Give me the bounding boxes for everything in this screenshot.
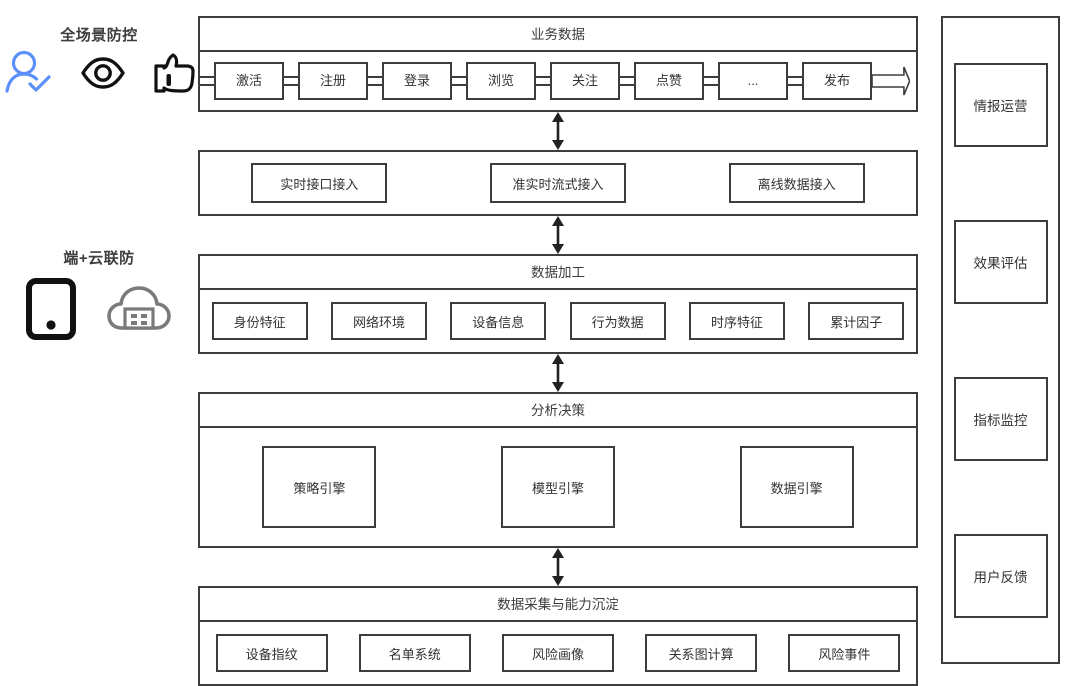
chain-link <box>536 74 550 88</box>
rail-item-effect-evaluation[interactable]: 效果评估 <box>953 219 1048 304</box>
right-sidebar-rail: 情报运营 效果评估 指标监控 用户反馈 <box>941 16 1060 664</box>
user-check-icon <box>2 50 54 101</box>
band-header-analysis-decision: 分析决策 <box>200 394 916 428</box>
data-processing-items: 身份特征 网络环境 设备信息 行为数据 时序特征 累计因子 <box>200 290 916 352</box>
item-identity-feature[interactable]: 身份特征 <box>211 302 308 340</box>
item-cumulative-factor[interactable]: 累计因子 <box>808 302 905 340</box>
connector-processing-to-decision <box>198 354 918 392</box>
chain-box-activate[interactable]: 激活 <box>214 62 284 100</box>
item-realtime-api-access[interactable]: 实时接口接入 <box>251 163 388 203</box>
flow-arrow-right-icon <box>872 66 910 96</box>
rail-item-metric-monitoring[interactable]: 指标监控 <box>953 376 1048 461</box>
chain-box-follow[interactable]: 关注 <box>550 62 620 100</box>
chain-box-register[interactable]: 注册 <box>298 62 368 100</box>
item-temporal-feature[interactable]: 时序特征 <box>688 302 785 340</box>
band-data-collection: 数据采集与能力沉淀 设备指纹 名单系统 风险画像 关系图计算 风险事件 <box>198 586 918 686</box>
chain-box-ellipsis[interactable]: ... <box>718 62 788 100</box>
chain-box-login[interactable]: 登录 <box>382 62 452 100</box>
item-network-environment[interactable]: 网络环境 <box>330 302 427 340</box>
chain-link <box>704 74 718 88</box>
chain-link <box>368 74 382 88</box>
left-label-column: 全场景防控 端+云联防 <box>0 0 198 680</box>
group-title-device-cloud: 端+云联防 <box>63 250 135 267</box>
item-near-realtime-stream-access[interactable]: 准实时流式接入 <box>489 163 626 203</box>
item-model-engine[interactable]: 模型引擎 <box>500 446 615 528</box>
item-device-info[interactable]: 设备信息 <box>450 302 547 340</box>
analysis-decision-items: 策略引擎 模型引擎 数据引擎 <box>200 428 916 546</box>
item-list-system[interactable]: 名单系统 <box>358 634 471 672</box>
item-risk-profile[interactable]: 风险画像 <box>501 634 614 672</box>
item-graph-computation[interactable]: 关系图计算 <box>645 634 758 672</box>
connector-decision-to-collection <box>198 548 918 586</box>
connector-business-to-access <box>198 112 918 150</box>
rail-item-user-feedback[interactable]: 用户反馈 <box>953 533 1048 618</box>
band-header-data-processing: 数据加工 <box>200 256 916 290</box>
main-architecture-stack: 业务数据 激活 注册 登录 浏览 关注 点赞 ... 发布 <box>198 16 918 686</box>
band-business-data: 业务数据 激活 注册 登录 浏览 关注 点赞 ... 发布 <box>198 16 918 112</box>
icon-row-device-cloud <box>0 278 198 345</box>
chain-link <box>200 74 214 88</box>
band-data-access: 实时接口接入 准实时流式接入 离线数据接入 <box>198 150 918 216</box>
band-analysis-decision: 分析决策 策略引擎 模型引擎 数据引擎 <box>198 392 918 548</box>
band-data-processing: 数据加工 身份特征 网络环境 设备信息 行为数据 时序特征 累计因子 <box>198 254 918 354</box>
eye-icon <box>80 56 126 95</box>
chain-box-publish[interactable]: 发布 <box>802 62 872 100</box>
item-behavior-data[interactable]: 行为数据 <box>569 302 666 340</box>
chain-link <box>788 74 802 88</box>
chain-box-like[interactable]: 点赞 <box>634 62 704 100</box>
chain-link <box>452 74 466 88</box>
group-title-full-scene: 全场景防控 <box>60 27 138 44</box>
chain-link <box>284 74 298 88</box>
data-collection-items: 设备指纹 名单系统 风险画像 关系图计算 风险事件 <box>200 622 916 684</box>
item-risk-event[interactable]: 风险事件 <box>788 634 901 672</box>
chain-box-browse[interactable]: 浏览 <box>466 62 536 100</box>
item-policy-engine[interactable]: 策略引擎 <box>262 446 377 528</box>
band-header-data-collection: 数据采集与能力沉淀 <box>200 588 916 622</box>
thumbs-up-icon <box>152 52 196 99</box>
rail-item-intelligence-operations[interactable]: 情报运营 <box>953 62 1048 147</box>
item-offline-data-access[interactable]: 离线数据接入 <box>728 163 865 203</box>
connector-access-to-processing <box>198 216 918 254</box>
chain-link <box>620 74 634 88</box>
item-device-fingerprint[interactable]: 设备指纹 <box>215 634 328 672</box>
band-header-business-data: 业务数据 <box>200 18 916 52</box>
tablet-device-icon <box>26 278 76 345</box>
cloud-server-icon <box>106 283 172 340</box>
data-access-items: 实时接口接入 准实时流式接入 离线数据接入 <box>200 152 916 214</box>
item-data-engine[interactable]: 数据引擎 <box>739 446 854 528</box>
process-chain: 激活 注册 登录 浏览 关注 点赞 ... 发布 <box>200 52 916 110</box>
icon-row-full-scene <box>0 50 198 101</box>
